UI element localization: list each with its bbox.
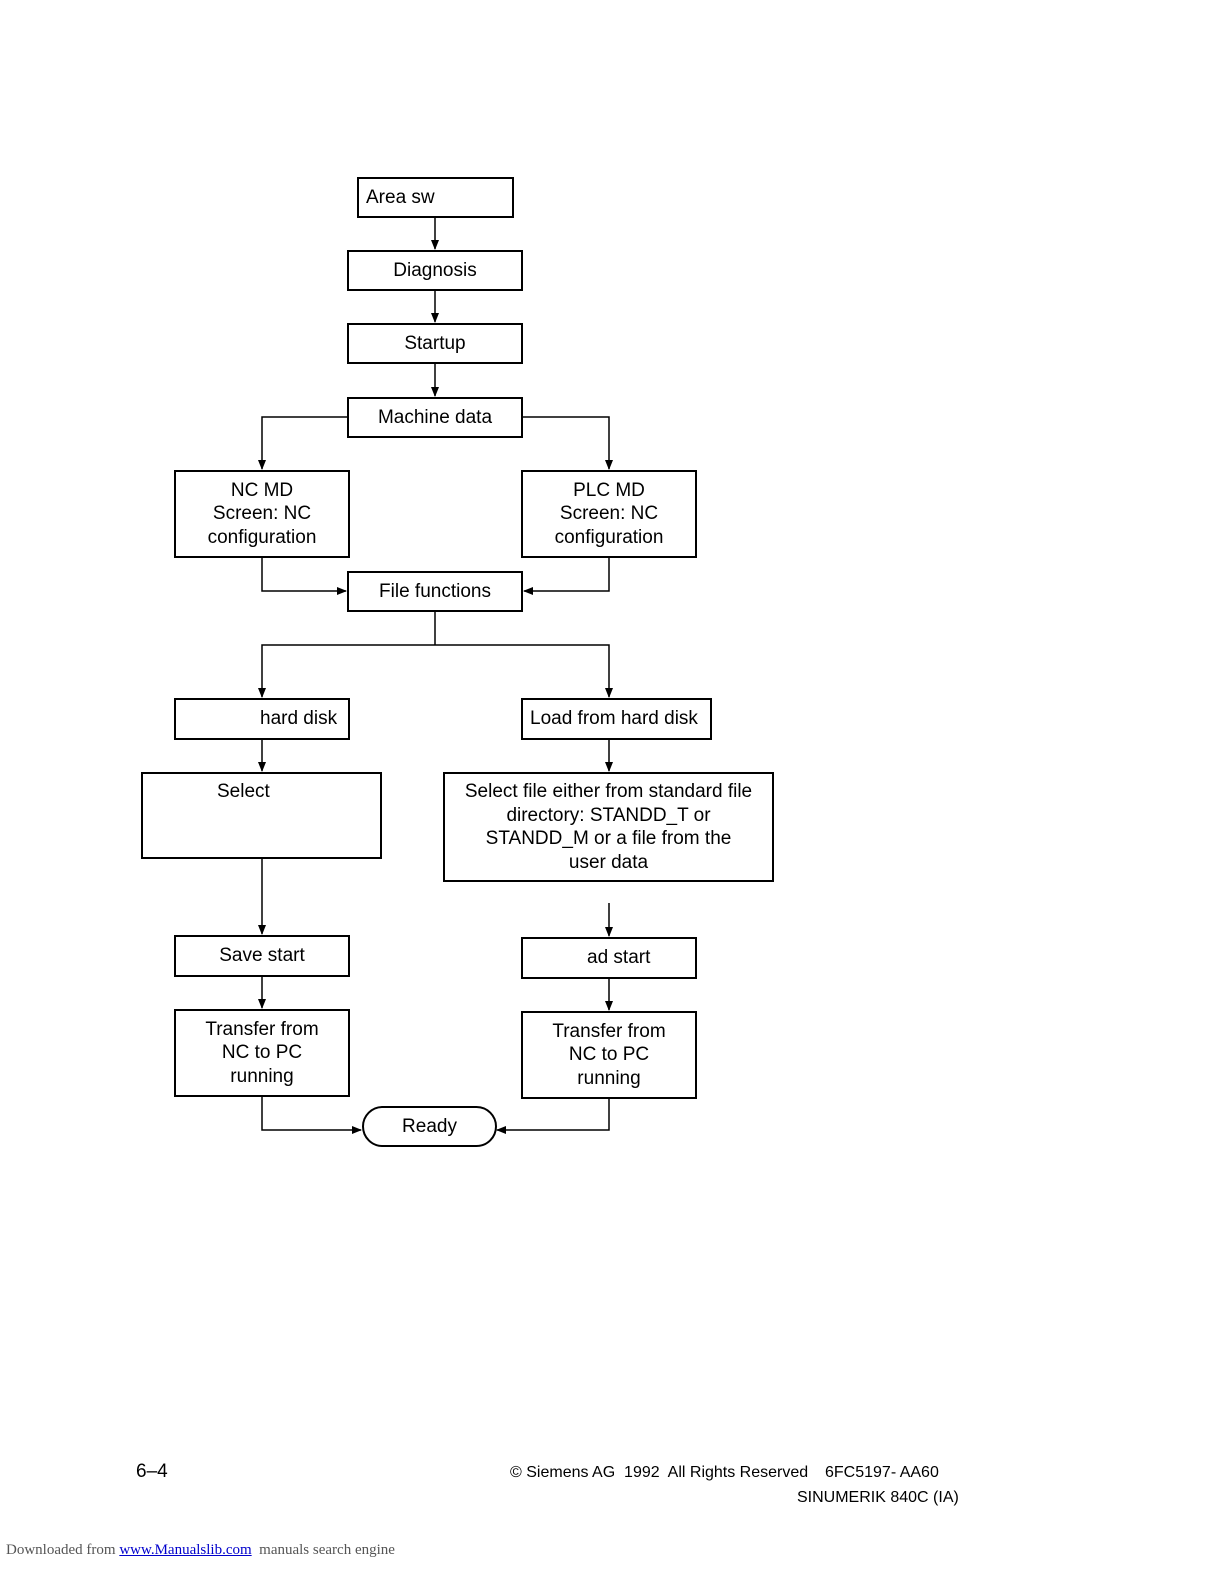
arrow-nc-md-to-file-functions xyxy=(261,557,347,595)
node-plc-md: PLC MD Screen: NC configuration xyxy=(521,470,697,558)
download-prefix: Downloaded from xyxy=(6,1542,120,1558)
node-diagnosis: Diagnosis xyxy=(347,250,523,291)
page-number: 6–4 xyxy=(136,1461,168,1482)
node-transfer-left: Transfer from NC to PC running xyxy=(174,1009,350,1097)
arrow-split-to-hard-disk xyxy=(258,644,435,698)
node-area-sw: Area sw xyxy=(357,177,514,218)
footer-copyright: © Siemens AG 1992 All Rights Reserved xyxy=(510,1464,809,1481)
download-suffix: manuals search engine xyxy=(251,1542,395,1558)
node-startup: Startup xyxy=(347,323,523,364)
node-ready: Ready xyxy=(362,1106,497,1147)
arrow-transfer-right-to-ready xyxy=(496,1098,610,1134)
arrow-plc-md-to-file-functions xyxy=(523,557,610,595)
node-save-start: Save start xyxy=(174,935,350,977)
arrow-split-to-load xyxy=(435,644,613,698)
footer-order-number: 6FC5197- AA60 xyxy=(825,1464,939,1481)
manualslib-link[interactable]: www.Manualslib.com xyxy=(119,1542,252,1558)
node-select-file: Select file either from standard file di… xyxy=(443,772,774,882)
node-transfer-right: Transfer from NC to PC running xyxy=(521,1011,697,1099)
node-hard-disk: hard disk xyxy=(174,698,350,740)
node-nc-md: NC MD Screen: NC configuration xyxy=(174,470,350,558)
download-banner: Downloaded from www.Manualslib.com manua… xyxy=(6,1542,395,1559)
node-file-functions: File functions xyxy=(347,571,523,612)
arrow-machine-data-to-plc-md xyxy=(522,416,613,470)
arrow-machine-data-to-nc-md xyxy=(258,416,348,470)
arrow-transfer-left-to-ready xyxy=(261,1096,362,1134)
node-load-from-hard-disk: Load from hard disk xyxy=(521,698,712,740)
node-ad-start: ad start xyxy=(521,937,697,979)
node-machine-data: Machine data xyxy=(347,397,523,438)
footer-product: SINUMERIK 840C (IA) xyxy=(797,1489,959,1506)
node-select: Select xyxy=(141,772,382,859)
